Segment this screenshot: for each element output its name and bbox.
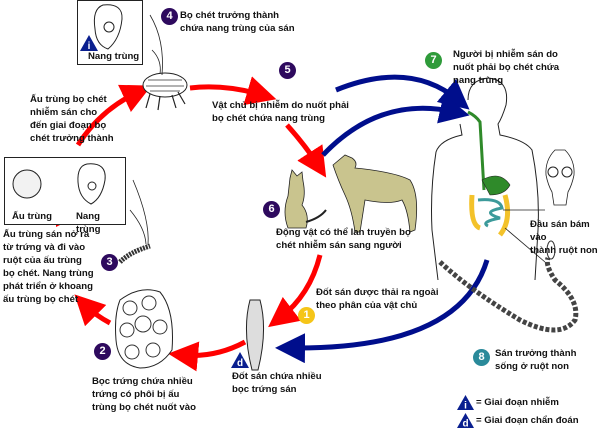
- adult-tapeworm-icon: [438, 227, 579, 333]
- step-5-badge: 5: [279, 62, 296, 79]
- step-1-badge: 1: [298, 307, 315, 324]
- diagnostic-stage-icon: d: [231, 352, 249, 368]
- egg-packet-icon: [115, 289, 173, 369]
- arrow-eggs-to-larva: [74, 294, 112, 327]
- step-8-badge: 8: [473, 349, 490, 366]
- legend-infective-label: = Giai đoạn nhiễm: [476, 397, 559, 408]
- larva-development-box: Ấu trùng Nang trùng: [4, 157, 126, 235]
- proglottid-icon: [245, 299, 265, 371]
- svg-text:d: d: [462, 419, 468, 429]
- oncosphere-and-cysticercoid-icon: [12, 163, 106, 205]
- infective-stage-icon: i: [80, 35, 98, 51]
- dog-icon: [332, 154, 418, 233]
- arrow-to-human-top: [335, 74, 470, 110]
- step-6-badge: 6: [263, 201, 280, 218]
- cysticercoid-icon: [93, 4, 123, 50]
- legend-diagnostic-label: = Giai đoạn chẩn đoán: [476, 415, 579, 426]
- adult-flea-icon: [142, 14, 188, 111]
- step-2-badge: 2: [94, 343, 111, 360]
- flea-larva-icon: [118, 179, 151, 264]
- cysticercoid-box-top: i Nang trùng: [77, 0, 143, 65]
- arrow-larva-to-flea: [75, 84, 152, 147]
- oncosphere-caption: Ấu trùng: [12, 211, 52, 222]
- arrow-step5-to-animals: [285, 123, 327, 178]
- cysticercoid-caption: Nang trùng: [76, 211, 101, 235]
- legend-infective-icon: i: [457, 395, 474, 410]
- scolex-icon: [503, 149, 575, 211]
- step-3-badge: 3: [101, 254, 118, 271]
- cat-icon: [284, 169, 327, 229]
- arrow-flea-to-host: [189, 76, 277, 106]
- arrow-to-human-bottom: [321, 94, 470, 157]
- arrow-animals-to-proglottid: [268, 254, 323, 328]
- legend-diagnostic-icon: d: [457, 413, 474, 428]
- svg-text:i: i: [88, 41, 91, 51]
- top-box-caption: Nang trùng: [88, 51, 140, 62]
- arrow-human-to-proglottid: [275, 259, 490, 364]
- step-7-badge: 7: [425, 52, 442, 69]
- step-4-badge: 4: [161, 8, 178, 25]
- arrow-proglottid-to-eggs: [168, 339, 247, 372]
- svg-text:d: d: [237, 358, 243, 368]
- svg-text:i: i: [464, 401, 467, 411]
- human-body-icon: [431, 77, 539, 281]
